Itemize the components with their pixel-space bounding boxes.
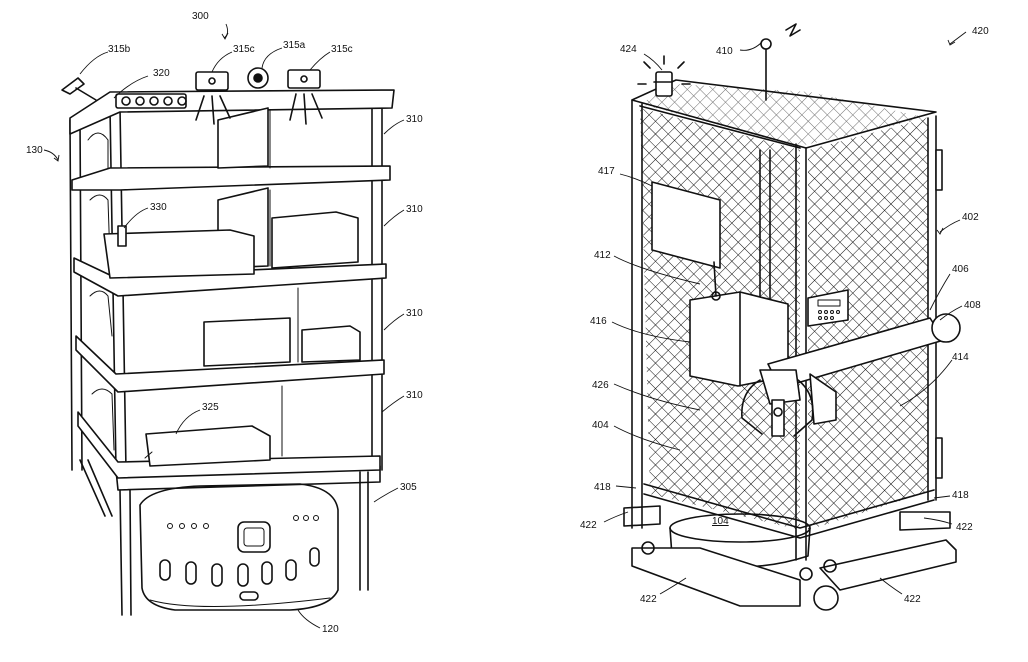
label-foot-front-right: 422 [904, 594, 921, 605]
label-shelf-3: 310 [406, 308, 423, 319]
label-sensor-b: 315b [108, 44, 131, 55]
label-shelf-4: 310 [406, 390, 423, 401]
interior-components [651, 181, 961, 437]
label-fig-420: 420 [972, 26, 989, 37]
inventory-boxes [103, 107, 361, 467]
leader-lines [43, 23, 405, 629]
label-sensor-c-right: 315c [331, 44, 353, 55]
label-fig-300: 300 [192, 11, 209, 22]
handheld-scanner [61, 77, 85, 95]
display-panel [651, 181, 721, 269]
label-wall: 426 [592, 380, 609, 391]
label-frame: 305 [400, 482, 417, 493]
secure-enclosure-figure: 420 424 410 402 406 408 417 412 416 414 … [580, 23, 989, 611]
label-sensor-a: 315a [283, 40, 306, 51]
label-display: 417 [598, 166, 615, 177]
control-panel [115, 93, 187, 109]
label-foot-left: 422 [580, 520, 597, 531]
gripper [771, 399, 785, 437]
camera-right [287, 69, 321, 89]
label-beacon: 424 [620, 44, 637, 55]
label-enclosure: 402 [962, 212, 979, 223]
label-foot-right: 422 [956, 522, 973, 533]
label-sensor-c-left: 315c [233, 44, 255, 55]
beacon-light [655, 71, 673, 97]
mobile-robot [139, 483, 339, 611]
label-bin: 416 [590, 316, 607, 327]
antenna-beacon [637, 23, 801, 101]
label-item: 325 [202, 402, 219, 413]
label-robot: 120 [322, 624, 339, 635]
robot-screen [237, 521, 271, 553]
label-platform: 104 [712, 516, 729, 527]
leader-lines-right [603, 31, 967, 595]
label-keypad: 408 [964, 300, 981, 311]
label-rail-right: 418 [952, 490, 969, 501]
reference-labels-right: 420 424 410 402 406 408 417 412 416 414 … [580, 26, 989, 605]
label-device: 130 [26, 145, 43, 156]
label-door: 406 [952, 264, 969, 275]
sensors [61, 67, 323, 247]
label-shelf-2: 310 [406, 204, 423, 215]
hinge-top [935, 149, 943, 191]
label-foot-front-left: 422 [640, 594, 657, 605]
camera-left [195, 71, 229, 91]
label-arm: 414 [952, 352, 969, 363]
label-shelf-1: 310 [406, 114, 423, 125]
label-mount: 412 [594, 250, 611, 261]
label-panel: 320 [153, 68, 170, 79]
label-floor: 404 [592, 420, 609, 431]
hinge-bottom [935, 437, 943, 479]
shelving-robot-figure: 300 130 315b 320 315c 315a 315c 310 310 … [26, 11, 423, 635]
rfid-tag [117, 225, 127, 247]
enclosure-frame [631, 79, 943, 561]
label-antenna: 410 [716, 46, 733, 57]
reference-labels: 300 130 315b 320 315c 315a 315c 310 310 … [26, 11, 423, 635]
label-tag: 330 [150, 202, 167, 213]
keypad [807, 289, 849, 327]
label-rail-left: 418 [594, 482, 611, 493]
